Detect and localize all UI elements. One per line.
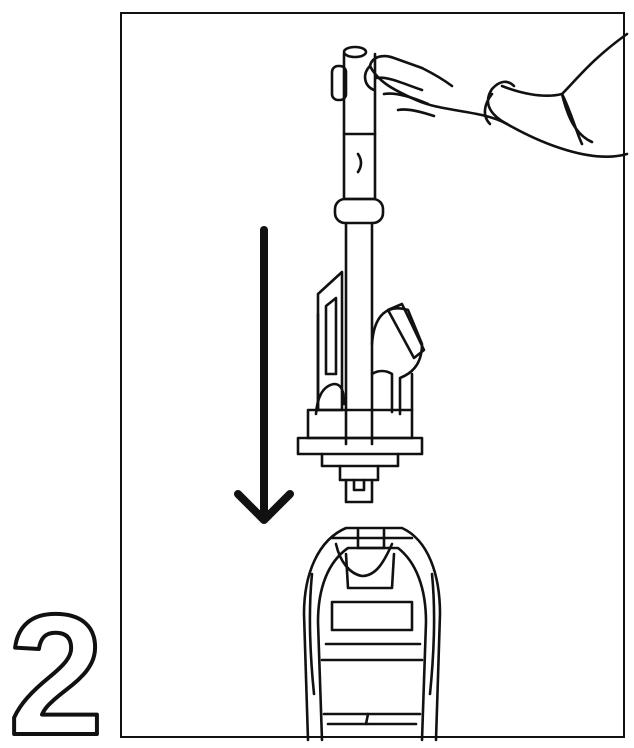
step-number-text: 2 xyxy=(8,579,104,748)
handheld-unit-icon xyxy=(296,270,426,504)
illustration xyxy=(234,32,629,742)
vacuum-base-icon xyxy=(302,526,442,742)
down-arrow-icon xyxy=(234,226,294,524)
illustration-frame xyxy=(120,12,629,742)
vacuum-wand-icon xyxy=(330,45,385,446)
step-number: 2 xyxy=(4,577,108,748)
hand-icon xyxy=(363,32,629,158)
